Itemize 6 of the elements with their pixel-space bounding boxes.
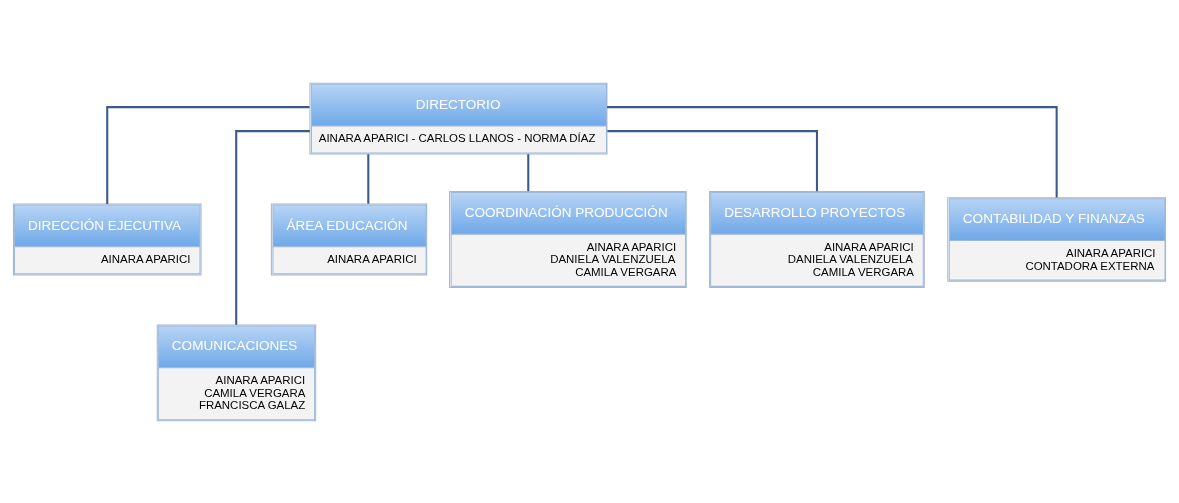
connector [106,105,310,204]
connector [607,105,1058,198]
connector [367,153,370,204]
connector [527,153,530,191]
connector [235,129,310,325]
connector [607,129,818,191]
